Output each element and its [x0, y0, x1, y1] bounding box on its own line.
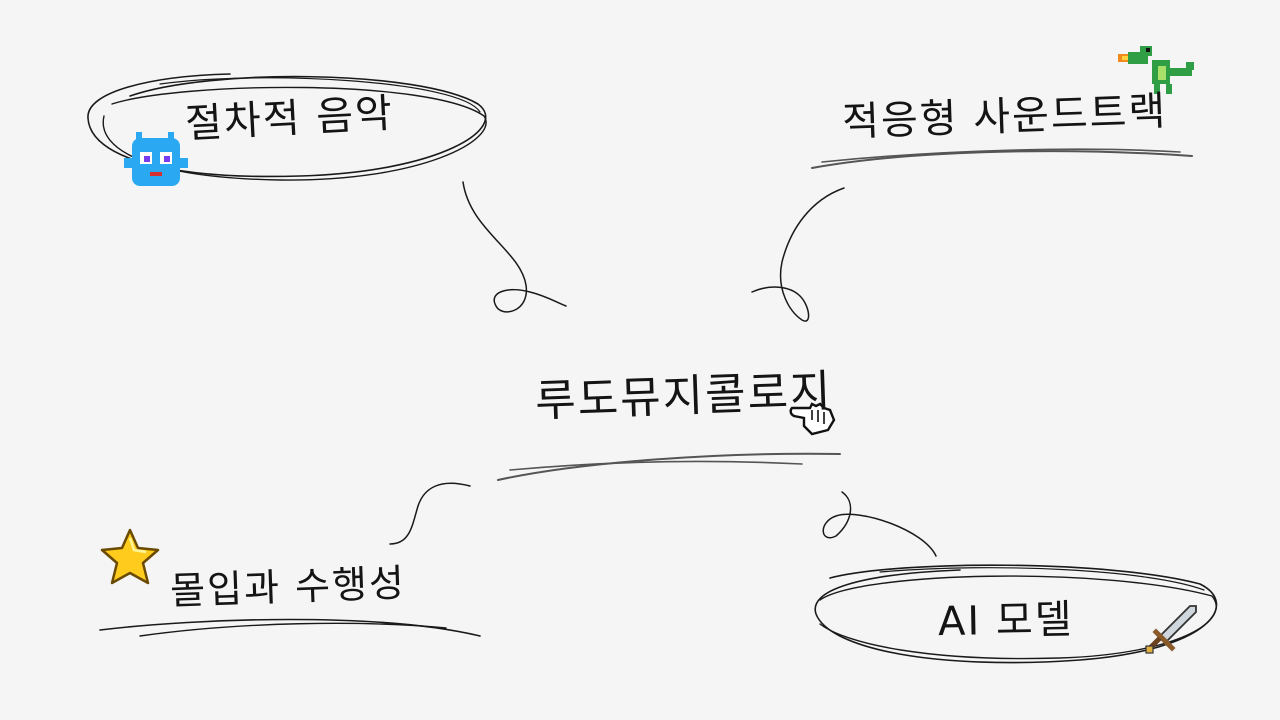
connector-top-right [751, 187, 845, 322]
connector-top-left [462, 181, 567, 313]
pointing-hand-icon [789, 402, 836, 436]
blue-monster-icon [124, 132, 188, 186]
connector-bottom-right [822, 491, 937, 557]
topic-procedural-music[interactable]: 절차적 음악 [184, 90, 395, 148]
sword-icon [1145, 605, 1197, 654]
central-topic-ludomusicology[interactable]: 루도뮤지콜로지 [534, 365, 834, 428]
connector-bottom-left [389, 482, 471, 545]
bl-underline [99, 618, 481, 637]
br-ellipse-highlight [814, 564, 1218, 664]
star-icon [100, 528, 160, 585]
topic-adaptive-soundtrack[interactable]: 적응형 사운드트랙 [841, 88, 1168, 146]
center-underline [497, 452, 841, 481]
topic-immersion-performativity[interactable]: 몰입과 수행성 [169, 560, 407, 614]
tr-underline [811, 148, 1193, 169]
topic-ai-model[interactable]: AI 모델 [937, 596, 1074, 646]
green-dragon-icon [1118, 46, 1194, 94]
